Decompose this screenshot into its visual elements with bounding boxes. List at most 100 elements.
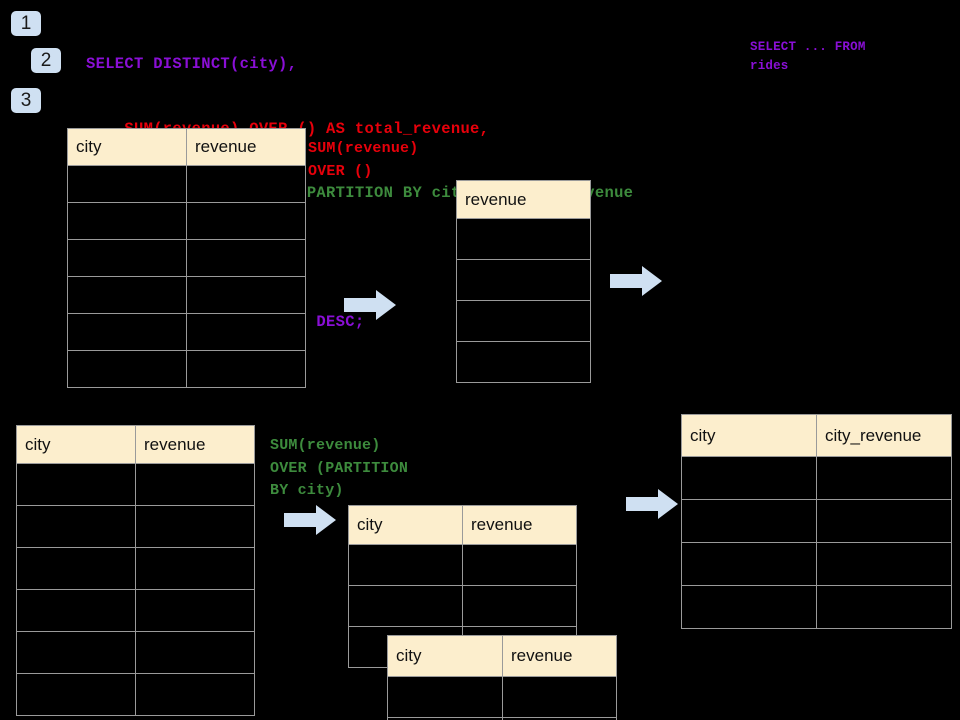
table-row [16,589,255,632]
cell-revenue [186,350,306,388]
table-row [16,631,255,674]
table-row [456,300,591,342]
table-row [67,165,306,203]
cell-revenue [135,589,255,632]
cell-revenue [135,673,255,716]
cell-city [16,463,136,506]
column-header-revenue: revenue [462,505,577,545]
column-header-revenue: revenue [502,635,617,677]
cell-city [67,239,187,277]
table-row [681,499,952,543]
cell-city [67,350,187,388]
table-row [16,505,255,548]
cell-city [16,589,136,632]
cell-revenue [135,505,255,548]
cell-city-revenue [816,456,952,500]
cell-city-revenue [816,542,952,586]
cell-city [16,673,136,716]
cell-city [681,542,817,586]
cell-revenue [456,300,591,342]
table-row [67,202,306,240]
table-header-row: city revenue [16,425,255,464]
table-row [681,456,952,500]
table-row [67,276,306,314]
table-row [16,547,255,590]
column-header-revenue: revenue [135,425,255,464]
table-row [681,542,952,586]
cell-revenue [456,341,591,383]
table-header-row: city city_revenue [681,414,952,457]
cell-city [16,631,136,674]
annotation-over-empty: SUM(revenue) OVER () [308,140,419,180]
cell-revenue [135,547,255,590]
cell-city [681,456,817,500]
cell-revenue [502,676,617,718]
column-header-revenue: revenue [456,180,591,219]
table-rides-source-bottom: city revenue [16,425,255,716]
table-header-row: city revenue [67,128,306,166]
column-header-city: city [681,414,817,457]
table-row [348,544,577,586]
cell-revenue [456,259,591,301]
cell-revenue [186,165,306,203]
cell-city [67,313,187,351]
table-header-row: revenue [456,180,591,219]
cell-city [16,505,136,548]
table-row [16,673,255,716]
arrow-top-right [610,266,662,296]
arrow-bottom-left [284,505,336,535]
arrow-bottom-right [626,489,678,519]
column-header-city: city [387,635,503,677]
table-header-row: city revenue [387,635,617,677]
cell-city [16,547,136,590]
cell-revenue [502,717,617,720]
column-header-city-revenue: city_revenue [816,414,952,457]
sidenote-select-from-rides: SELECT ... FROM rides [750,40,866,73]
cell-city-revenue [816,499,952,543]
table-row [681,585,952,629]
step-badge-2: 2 [31,48,61,73]
cell-revenue [462,585,577,627]
table-partition-stack-back: city revenue [348,505,577,668]
step-badge-3: 3 [11,88,41,113]
table-row [67,313,306,351]
table-partition-stack-front: city revenue [387,635,617,720]
cell-revenue [462,544,577,586]
column-header-city: city [16,425,136,464]
table-header-row: city revenue [348,505,577,545]
table-row [387,717,617,720]
cell-revenue [186,202,306,240]
table-row [16,463,255,506]
table-row [456,341,591,383]
table-row [67,350,306,388]
cell-city [681,499,817,543]
cell-city [67,276,187,314]
arrow-top-left [344,290,396,320]
cell-revenue [186,276,306,314]
cell-city [67,202,187,240]
column-header-revenue: revenue [186,128,306,166]
table-rides-source-top: city revenue [67,128,306,388]
sql-line-select: SELECT DISTINCT(city), [86,55,298,73]
column-header-city: city [67,128,187,166]
step-badge-1: 1 [11,11,41,36]
cell-city-revenue [816,585,952,629]
table-row [348,585,577,627]
cell-city [348,585,463,627]
table-row [387,676,617,718]
table-row [456,218,591,260]
cell-city [348,544,463,586]
table-city-revenue-result: city city_revenue [681,414,952,629]
table-total-revenue: revenue [456,180,591,383]
cell-revenue [135,631,255,674]
table-row [67,239,306,277]
annotation-over-partition: SUM(revenue) OVER (PARTITION BY city) [270,437,409,499]
cell-city [681,585,817,629]
cell-revenue [186,313,306,351]
cell-revenue [186,239,306,277]
cell-revenue [135,463,255,506]
cell-revenue [456,218,591,260]
cell-city [67,165,187,203]
cell-city [387,676,503,718]
